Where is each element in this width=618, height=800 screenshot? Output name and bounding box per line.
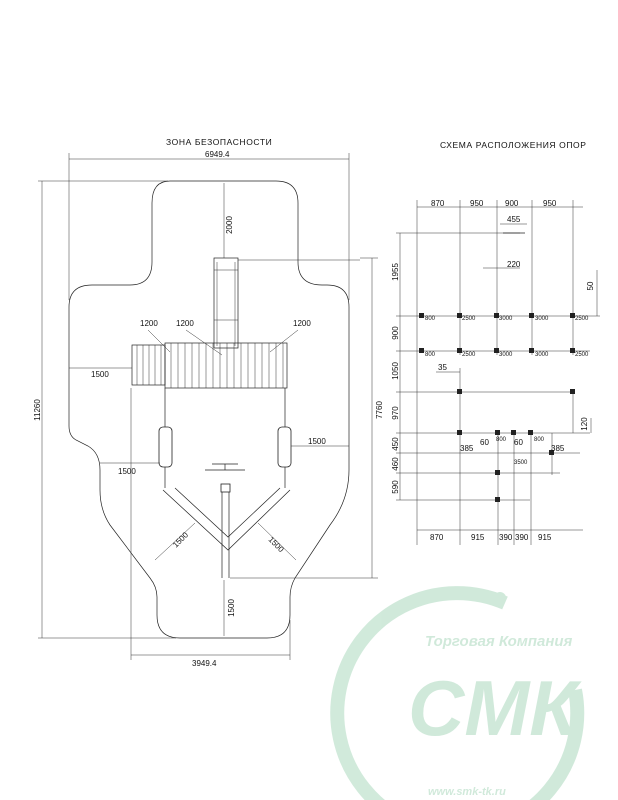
dim-60-left: 60 <box>480 438 489 447</box>
top-col-2: 950 <box>470 199 484 208</box>
dim-455: 455 <box>507 215 521 224</box>
watermark-ring <box>330 586 585 800</box>
dim-total-height-label: 11260 <box>33 399 42 421</box>
dim-deck-1: 1200 <box>140 319 158 328</box>
dim-35: 35 <box>438 363 447 372</box>
top-col-4: 950 <box>543 199 557 208</box>
watermark-dot <box>494 592 506 604</box>
row2-post-5: 2500 <box>575 352 589 358</box>
dim-60-right: 60 <box>514 438 523 447</box>
row-dim-4: 970 <box>391 406 400 420</box>
dim-diag-right: 1500 <box>267 535 286 554</box>
dim-3500: 3500 <box>514 460 528 466</box>
slide-tower <box>213 257 360 349</box>
left-row-dims: 1955 900 1050 970 450 460 590 <box>391 263 400 494</box>
dim-220: 220 <box>507 260 521 269</box>
row2-post-1: 800 <box>425 352 436 358</box>
top-col-3: 900 <box>505 199 519 208</box>
support-layout-title: СХЕМА РАСПОЛОЖЕНИЯ ОПОР <box>440 140 587 150</box>
support-grid <box>396 200 600 545</box>
dim-left-low: 1500 <box>118 467 136 476</box>
dim-800-c: 800 <box>496 437 507 443</box>
row-dim-1: 1955 <box>391 263 400 281</box>
play-frame <box>158 388 292 578</box>
bottom-col-5: 915 <box>538 533 552 542</box>
row-dim-2: 900 <box>391 326 400 340</box>
row1-post-4: 3000 <box>535 316 549 322</box>
row2-post-4: 3000 <box>535 352 549 358</box>
dim-385-left: 385 <box>460 444 474 453</box>
bottom-column-dims: 870 915 390 390 915 <box>430 533 552 542</box>
dim-top-gap: 2000 <box>225 216 234 234</box>
dim-800-d: 800 <box>534 437 545 443</box>
row-dim-5: 450 <box>391 437 400 451</box>
watermark-company: Торговая Компания <box>425 633 573 650</box>
dim-385-right: 385 <box>551 444 565 453</box>
bottom-col-2: 915 <box>471 533 485 542</box>
bottom-col-3: 390 <box>499 533 513 542</box>
dim-50: 50 <box>586 281 595 290</box>
safety-zone-outline <box>68 180 350 639</box>
bottom-col-4: 390 <box>515 533 529 542</box>
row-dim-7: 590 <box>391 480 400 494</box>
dim-left-side: 1500 <box>91 370 109 379</box>
top-column-dims: 870 950 900 950 <box>431 199 557 208</box>
dim-bottom-gap: 1500 <box>227 599 236 617</box>
row1-post-1: 800 <box>425 316 436 322</box>
watermark-url: www.smk-tk.ru <box>428 786 506 798</box>
dim-top-width-label: 6949.4 <box>205 150 230 159</box>
watermark-brand: СМК <box>408 664 582 752</box>
row2-post-3: 3000 <box>499 352 513 358</box>
deck-platform <box>131 342 288 389</box>
row-dim-3: 1050 <box>391 362 400 380</box>
post-row-1-labels: 800 2500 3000 3000 2500 <box>425 316 589 322</box>
dim-right-height: 7760 <box>375 401 384 419</box>
dim-right-side: 1500 <box>308 437 326 446</box>
dim-total-height: 11260 <box>33 180 176 639</box>
top-col-1: 870 <box>431 199 445 208</box>
safety-zone-title: ЗОНА БЕЗОПАСНОСТИ <box>166 137 272 147</box>
row2-post-2: 2500 <box>462 352 476 358</box>
bottom-col-1: 870 <box>430 533 444 542</box>
dim-top-width: 6949.4 <box>68 150 350 300</box>
dim-deck-2: 1200 <box>176 319 194 328</box>
support-posts <box>419 313 575 502</box>
extra-dims: 455 220 50 35 120 385 385 60 60 800 800 … <box>438 215 595 466</box>
dim-bottom-width: 3949.4 <box>192 659 217 668</box>
company-watermark: Торговая Компания СМК www.smk-tk.ru <box>330 586 585 800</box>
dim-diag-left: 1500 <box>171 530 190 549</box>
row1-post-2: 2500 <box>462 316 476 322</box>
dim-deck-3: 1200 <box>293 319 311 328</box>
row1-post-5: 2500 <box>575 316 589 322</box>
row-dim-6: 460 <box>391 457 400 471</box>
row1-post-3: 3000 <box>499 316 513 322</box>
dim-120: 120 <box>580 417 589 431</box>
post-row-2-labels: 800 2500 3000 3000 2500 <box>425 352 589 358</box>
